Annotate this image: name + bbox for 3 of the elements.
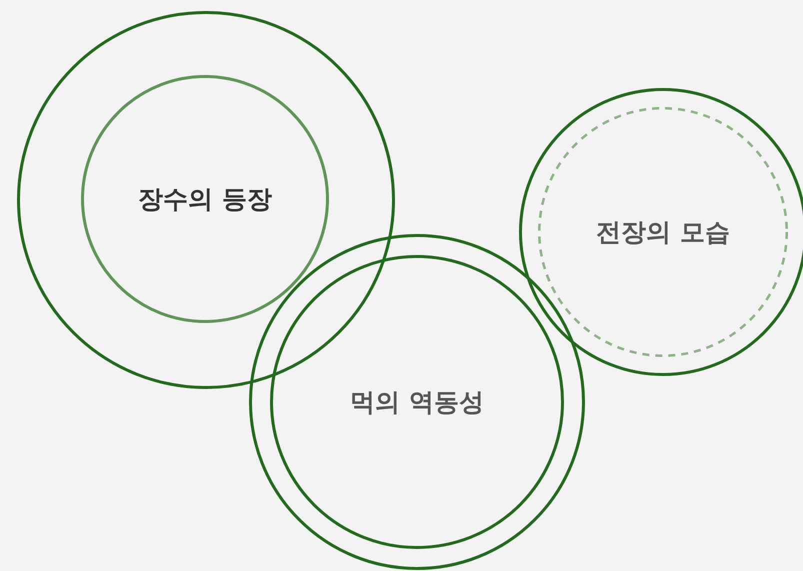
circle-label: 전장의 모습 bbox=[596, 216, 730, 248]
circle-label: 장수의 등장 bbox=[138, 184, 272, 216]
circle-label: 먹의 역동성 bbox=[350, 386, 484, 418]
